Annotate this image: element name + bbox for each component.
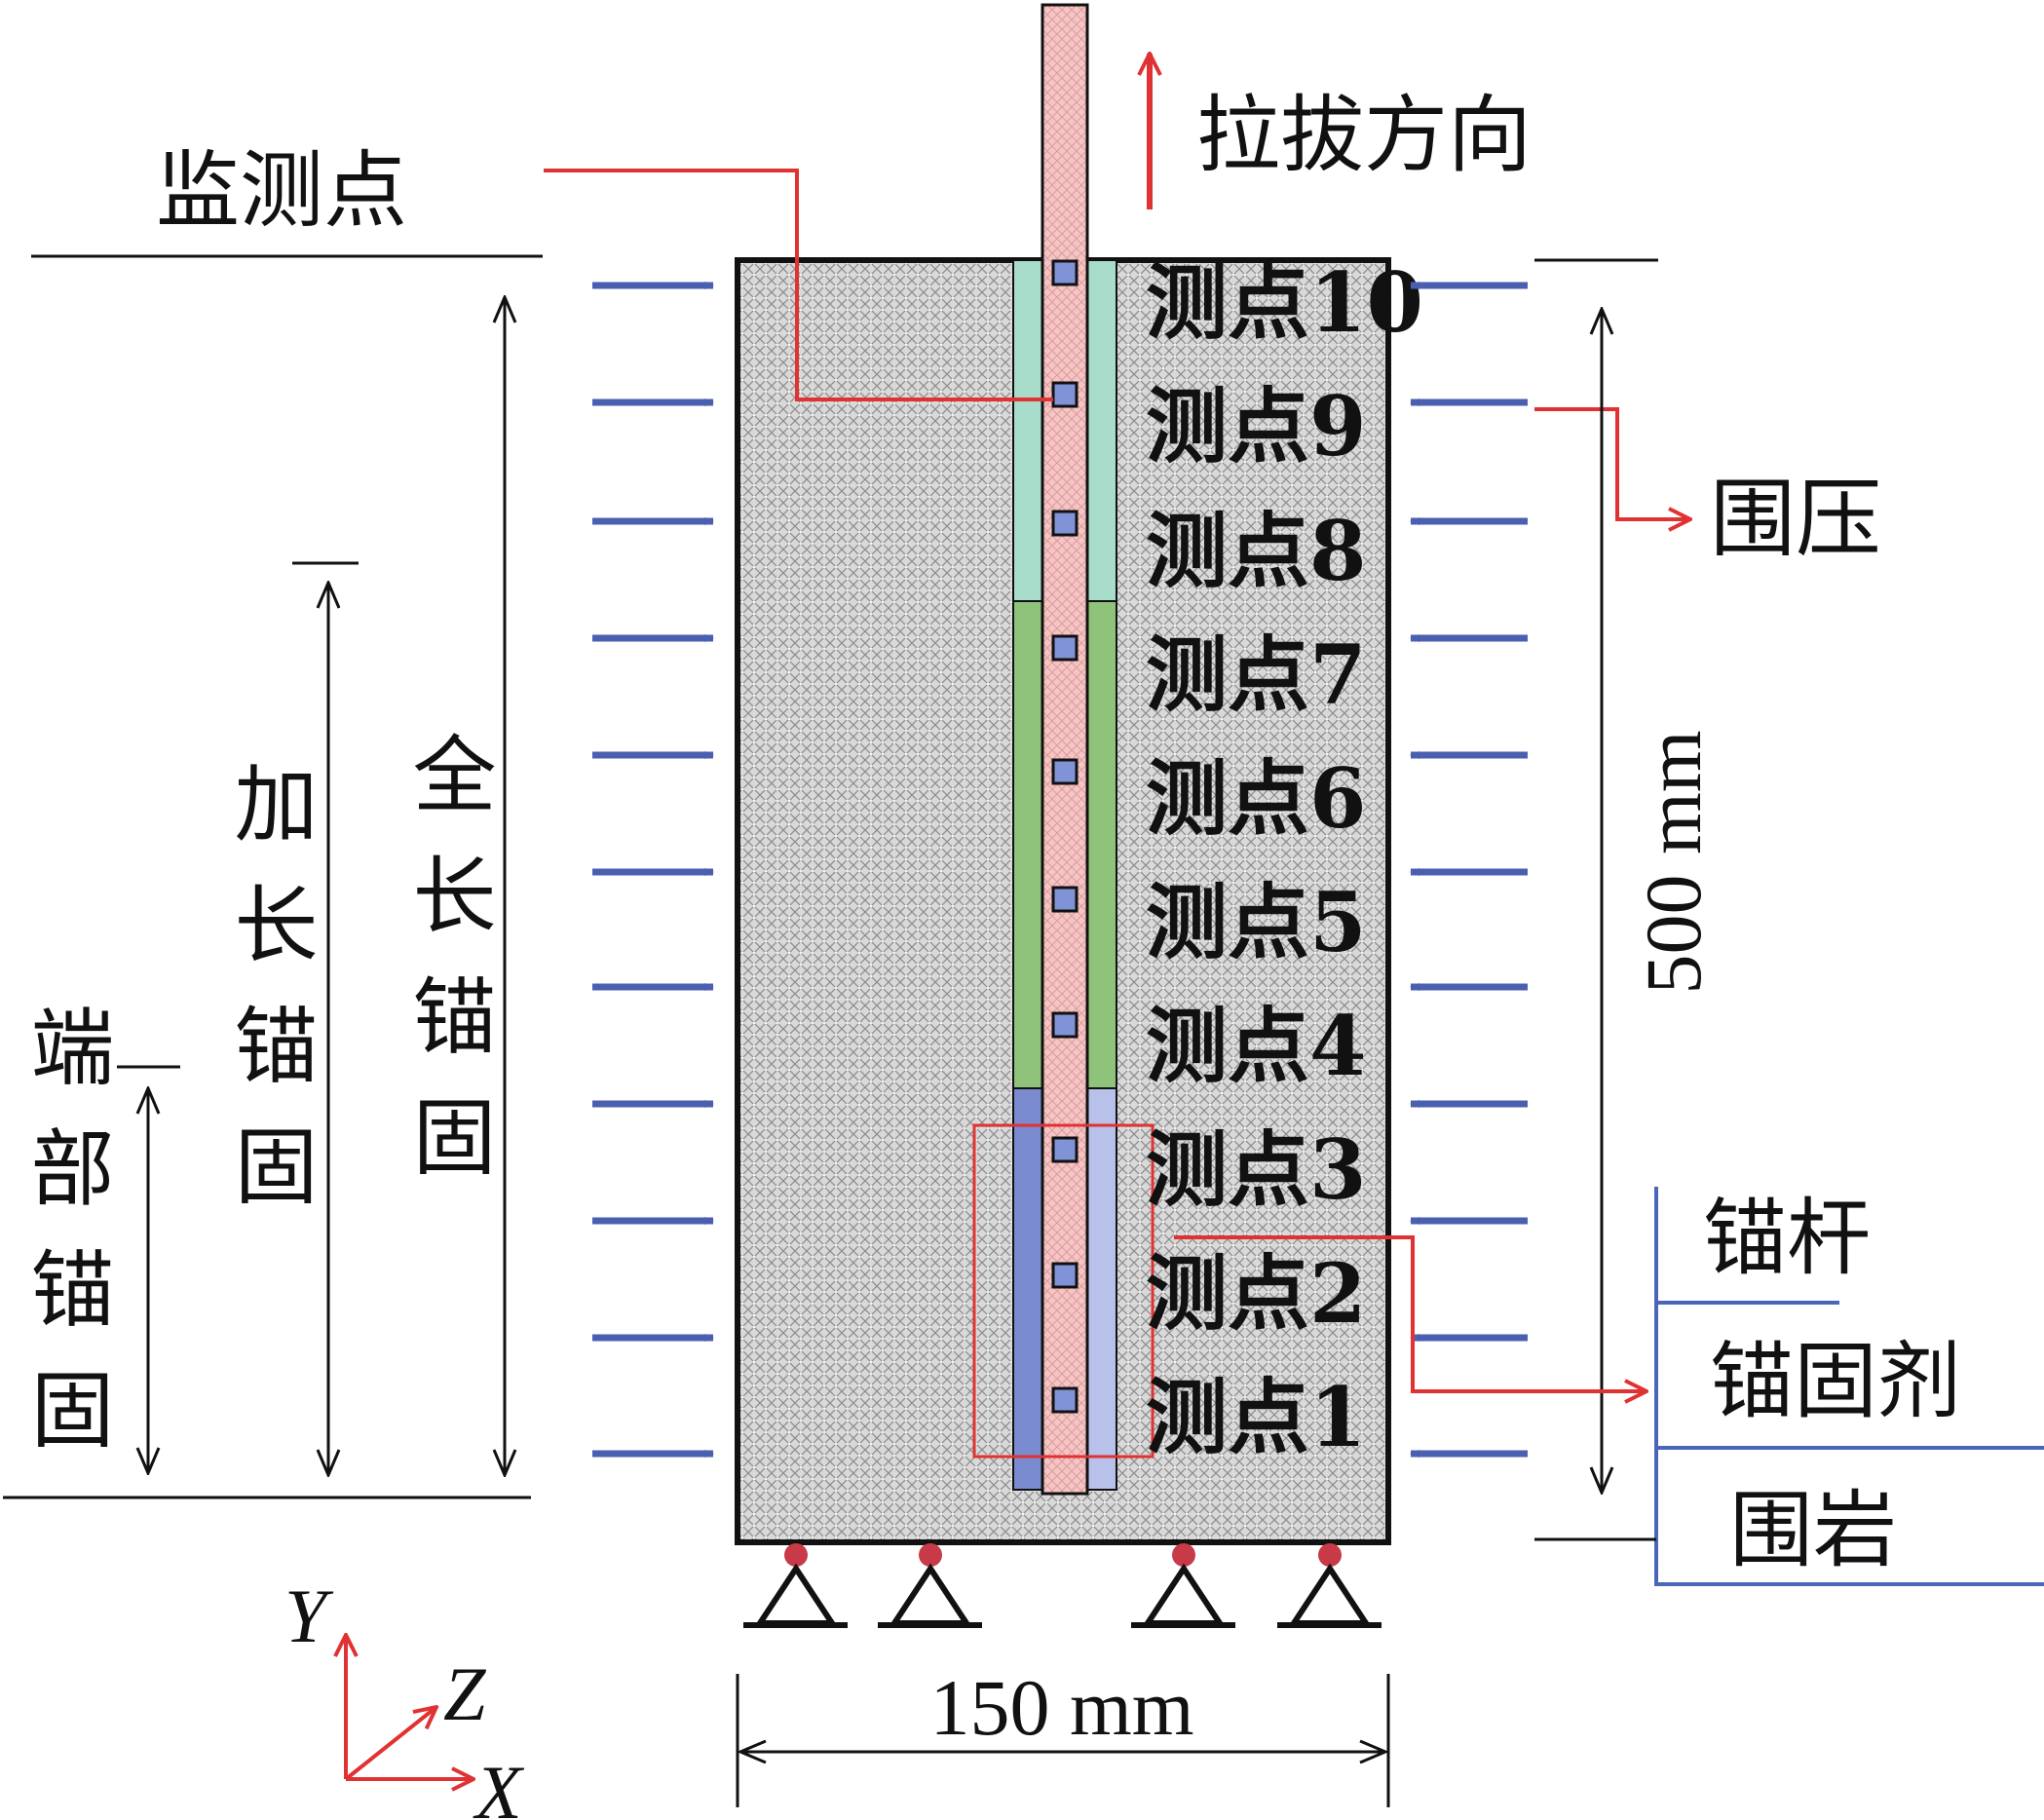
grout-section-middle-left (1012, 600, 1043, 1089)
monitor-square-1 (1051, 1386, 1079, 1414)
extended-anchorage-label: 加长锚固 (219, 760, 317, 1243)
measure-point-label-3: 测点3 (1146, 1121, 1366, 1218)
measure-point-labels: 测点10 测点9 测点8 测点7 测点6 测点5 测点4 测点3 测点2 测点1 (1146, 254, 1423, 1465)
support-2 (878, 1543, 982, 1628)
confining-pressure-leader (1534, 407, 1690, 519)
legend-bolt-label: 锚杆 (1703, 1190, 1871, 1287)
anchor-bolt (1041, 3, 1089, 1496)
supports (743, 1543, 1382, 1628)
confining-arrows-left (592, 282, 714, 1458)
monitoring-point-label: 监测点 (156, 142, 407, 240)
grout-section-top-left (1012, 259, 1043, 602)
monitor-square-6 (1051, 758, 1079, 785)
support-1 (743, 1543, 848, 1628)
legend-anchoring-agent-label: 锚固剂 (1710, 1333, 1961, 1430)
monitor-square-9 (1051, 381, 1079, 408)
grout-section-top-right (1086, 259, 1117, 602)
support-3 (1131, 1543, 1235, 1628)
z-axis-label: Z (443, 1651, 487, 1736)
monitor-square-8 (1051, 510, 1079, 537)
monitoring-squares (1051, 259, 1079, 1414)
measure-point-label-8: 测点8 (1146, 503, 1366, 599)
highlight-leader (1174, 1235, 1647, 1391)
full-anchorage-label: 全长锚固 (397, 731, 495, 1214)
monitor-square-4 (1051, 1011, 1079, 1039)
measure-point-label-1: 测点1 (1146, 1369, 1366, 1465)
measure-point-label-5: 测点5 (1146, 874, 1366, 970)
confining-pressure-label: 围压 (1710, 469, 1881, 569)
legend-surrounding-rock-label: 围岩 (1729, 1482, 1897, 1579)
monitor-square-5 (1051, 886, 1079, 913)
grout-section-middle-right (1086, 600, 1117, 1089)
grout-section-bottom-right (1086, 1087, 1117, 1491)
measure-point-label-10: 测点10 (1146, 254, 1423, 351)
monitor-square-3 (1051, 1136, 1079, 1163)
pull-direction-label: 拉拔方向 (1196, 87, 1532, 184)
end-anchorage-label: 端部锚固 (16, 1004, 113, 1487)
z-axis-arrow (344, 1707, 436, 1781)
y-axis-label: Y (284, 1574, 334, 1658)
measure-point-label-2: 测点2 (1146, 1245, 1366, 1342)
support-4 (1277, 1543, 1382, 1628)
height-dimension-label: 500 mm (1629, 730, 1718, 994)
monitor-square-7 (1051, 634, 1079, 662)
confining-arrows-right (1410, 282, 1528, 1458)
highlight-box (972, 1123, 1154, 1459)
monitoring-point-leader (544, 169, 1053, 401)
grout-section-bottom-left (1012, 1087, 1043, 1491)
monitor-square-2 (1051, 1262, 1079, 1289)
coordinate-axes: Y Z X (284, 1574, 525, 1820)
width-dimension-label: 150 mm (929, 1663, 1193, 1752)
measure-point-label-4: 测点4 (1146, 998, 1366, 1094)
measure-point-label-7: 测点7 (1146, 626, 1366, 723)
measure-point-label-9: 测点9 (1146, 378, 1366, 474)
monitor-square-10 (1051, 259, 1079, 286)
x-axis-label: X (473, 1750, 525, 1820)
measure-point-label-6: 测点6 (1146, 750, 1366, 847)
